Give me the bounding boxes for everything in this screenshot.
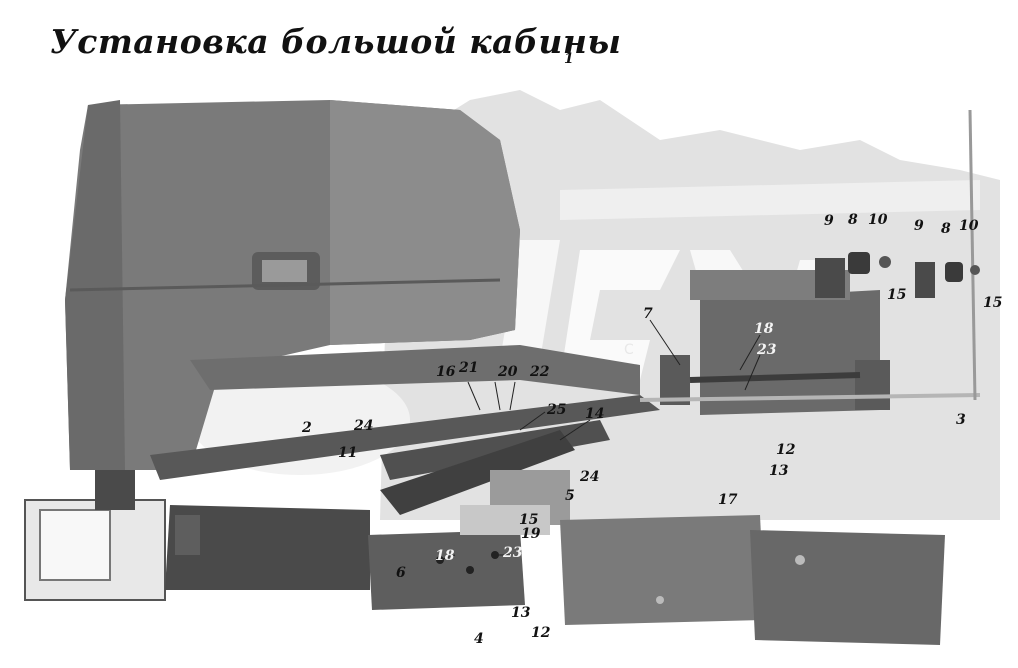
callout-9: 9 bbox=[824, 213, 834, 229]
leader-lines bbox=[439, 319, 761, 561]
callout-20: 20 bbox=[498, 364, 518, 380]
callout-10: 10 bbox=[959, 218, 979, 234]
watermark-letter: C bbox=[624, 342, 634, 358]
callout-1: 1 bbox=[564, 51, 574, 67]
callout-13: 13 bbox=[511, 605, 531, 621]
callout-15: 15 bbox=[887, 287, 907, 303]
callout-8: 8 bbox=[941, 221, 951, 237]
frame-rails bbox=[150, 395, 660, 515]
callout-13: 13 bbox=[769, 463, 789, 479]
left-support-bracket bbox=[24, 470, 370, 601]
callout-16: 16 bbox=[436, 364, 456, 380]
callout-14: 14 bbox=[585, 406, 605, 422]
cabin-body bbox=[65, 100, 640, 470]
callout-12: 12 bbox=[531, 625, 551, 641]
callout-22: 22 bbox=[530, 364, 550, 380]
callout-9: 9 bbox=[914, 218, 924, 234]
callout-7: 7 bbox=[643, 306, 653, 322]
callout-6: 6 bbox=[396, 565, 406, 581]
center-bracket bbox=[368, 470, 570, 610]
rear-suspension bbox=[639, 109, 981, 415]
callout-10: 10 bbox=[868, 212, 888, 228]
callout-23: 23 bbox=[503, 545, 523, 561]
callout-24: 24 bbox=[354, 418, 374, 434]
callout-4: 4 bbox=[474, 631, 484, 647]
callout-21: 21 bbox=[459, 360, 479, 376]
callout-24: 24 bbox=[580, 469, 600, 485]
callout-18: 18 bbox=[754, 321, 774, 337]
callout-17: 17 bbox=[718, 492, 738, 508]
callout-15: 15 bbox=[519, 512, 539, 528]
callout-3: 3 bbox=[956, 412, 966, 428]
callout-23: 23 bbox=[757, 342, 777, 358]
callout-15: 15 bbox=[983, 295, 1003, 311]
right-rear-bracket bbox=[560, 515, 945, 645]
callout-25: 25 bbox=[547, 402, 567, 418]
callout-2: 2 bbox=[302, 420, 312, 436]
callout-19: 19 bbox=[521, 526, 541, 542]
callout-11: 11 bbox=[338, 445, 358, 461]
page-title: Установка большой кабины bbox=[50, 22, 622, 61]
exploded-parts bbox=[815, 252, 980, 298]
callout-8: 8 bbox=[848, 212, 858, 228]
callout-18: 18 bbox=[435, 548, 455, 564]
callout-5: 5 bbox=[565, 488, 575, 504]
callout-12: 12 bbox=[776, 442, 796, 458]
